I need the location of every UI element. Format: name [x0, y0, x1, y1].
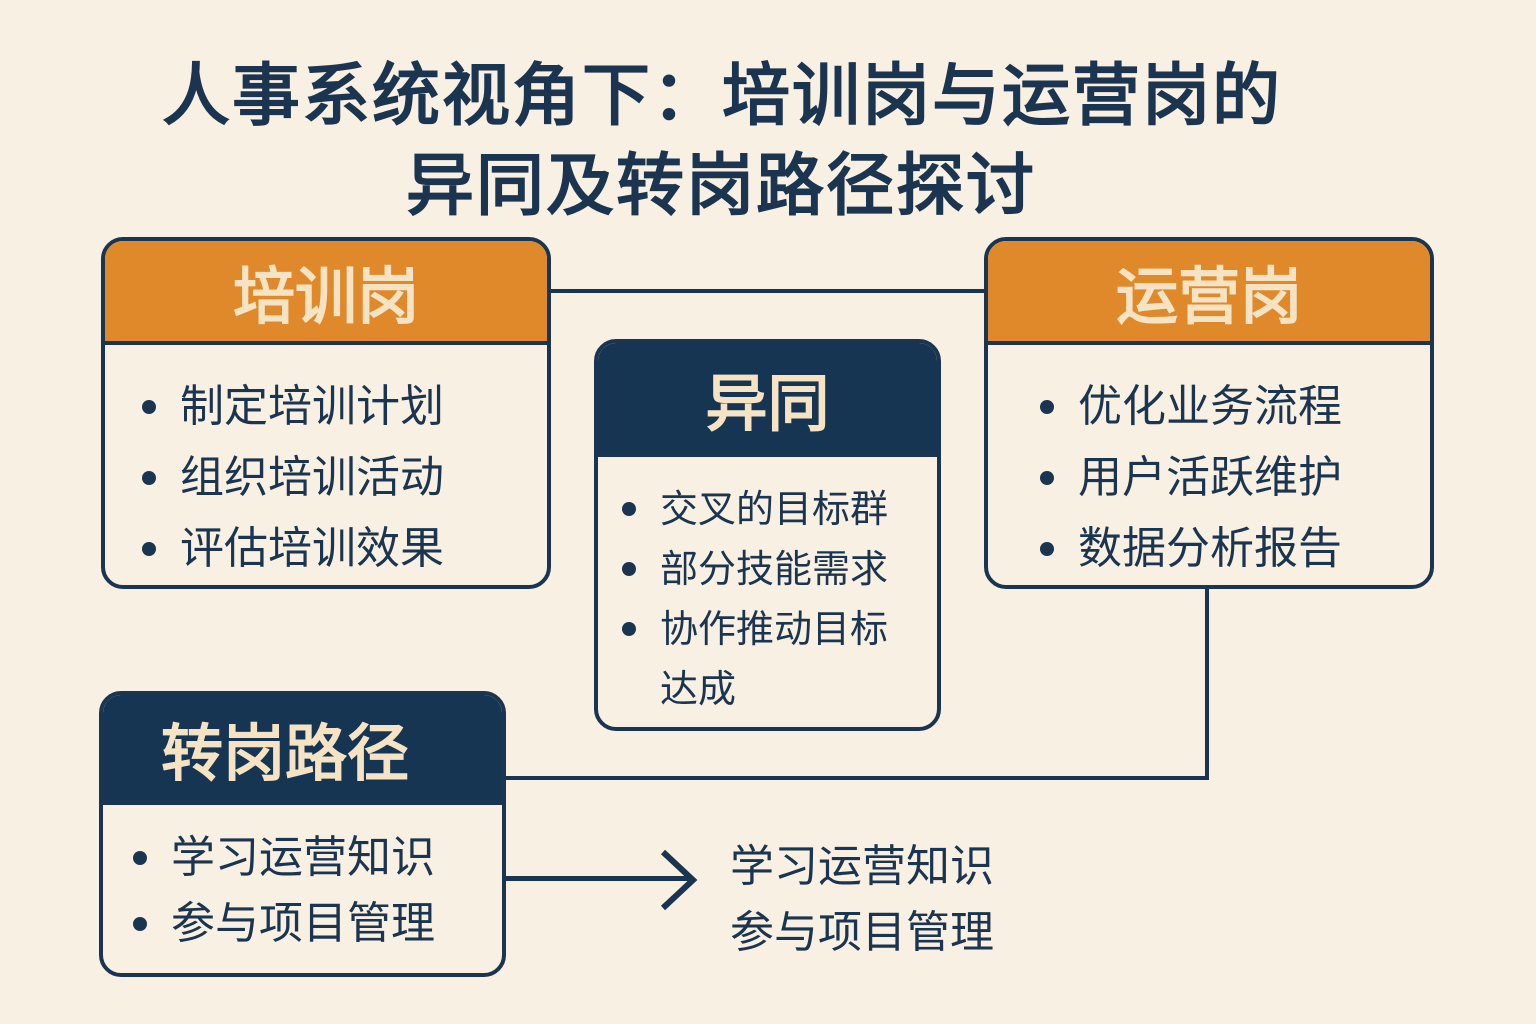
transfer-header: 转岗路径: [103, 695, 502, 805]
list-item: 数据分析报告: [1078, 513, 1430, 584]
list-item: 交叉的目标群: [660, 479, 937, 539]
list-item: 优化业务流程: [1078, 371, 1430, 442]
outcome-item: 参与项目管理: [730, 907, 994, 958]
connector-operations-down: [1205, 586, 1209, 780]
list-item: 用户活跃维护: [1078, 442, 1430, 513]
outcome-item: 学习运营知识: [730, 841, 994, 892]
arrow-head-icon: [660, 849, 698, 911]
comparison-box: 异同 交叉的目标群 部分技能需求 协作推动目标 达成: [594, 339, 941, 731]
list-item: 协作推动目标: [660, 599, 937, 659]
list-item: 评估培训效果: [180, 513, 547, 584]
connector-training-operations: [548, 289, 988, 293]
training-box: 培训岗 制定培训计划 组织培训活动 评估培训效果: [101, 237, 551, 589]
list-item: 组织培训活动: [180, 442, 547, 513]
training-header: 培训岗: [105, 241, 547, 345]
connector-to-transfer: [503, 776, 1209, 780]
list-item: 部分技能需求: [660, 539, 937, 599]
list-item: 制定培训计划: [180, 371, 547, 442]
arrow-shaft: [503, 876, 693, 881]
title-line-1: 人事系统视角下：培训岗与运营岗的: [162, 57, 1283, 136]
comparison-header: 异同: [598, 343, 937, 457]
list-item-continuation: 达成: [660, 667, 737, 711]
list-item: 参与项目管理: [171, 891, 502, 957]
operations-header: 运营岗: [988, 241, 1430, 345]
list-item: 学习运营知识: [171, 825, 502, 891]
title-line-2: 异同及转岗路径探讨: [406, 147, 1037, 226]
operations-box: 运营岗 优化业务流程 用户活跃维护 数据分析报告: [984, 237, 1434, 589]
transfer-box: 转岗路径 学习运营知识 参与项目管理: [99, 691, 506, 977]
